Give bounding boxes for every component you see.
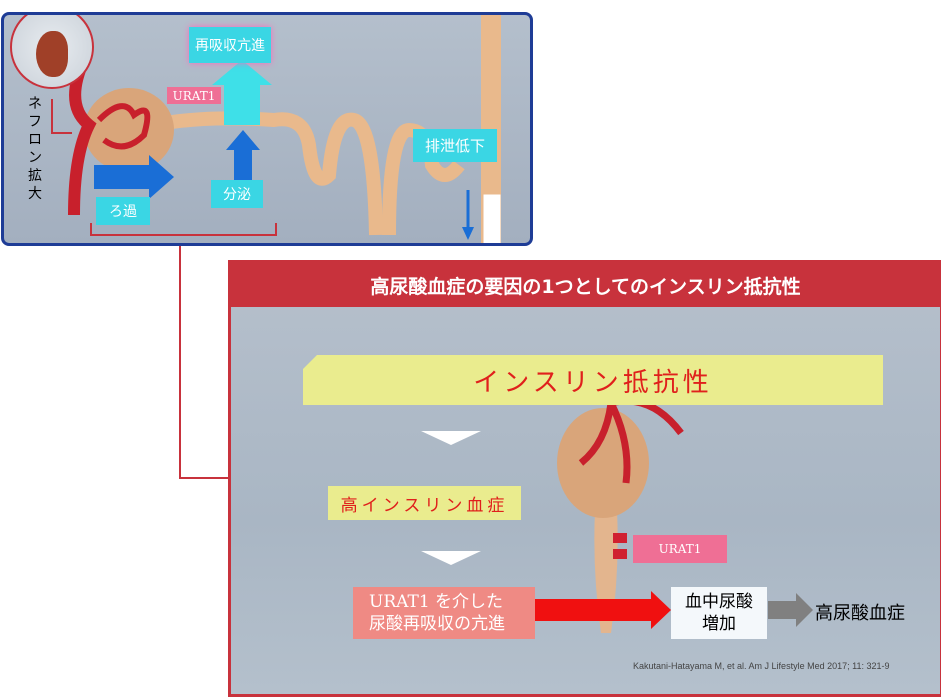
hyperuricemia-label: 高尿酸血症 [815,603,905,624]
excretion-label: 排泄低下 [413,129,497,162]
urat1-reabsorption-box: URAT1 を介した 尿酸再吸収の亢進 [353,587,535,639]
insulin-resistance-panel: 高尿酸血症の要因の1つとしてのインスリン抵抗性 インスリン抵抗性 高インスリン血… [228,260,941,697]
blood-uric-acid-line1: 血中尿酸 [685,592,753,612]
down-arrow-1 [421,431,481,445]
secretion-label: 分泌 [211,180,263,208]
insulin-resistance-banner: インスリン抵抗性 [303,355,883,405]
nephron-label: ネフロン拡大 [28,96,42,202]
nephron-illustration [51,15,501,243]
reabsorption-label: 再吸収亢進 [189,27,271,63]
urat1-reabsorption-line2: 尿酸再吸収の亢進 [369,614,505,634]
urat1-label: URAT1 [633,535,727,563]
urat1-reabsorption-line1: URAT1 を介した [369,592,504,612]
down-arrow-2 [421,551,481,565]
glomerulus-illustration [421,390,813,633]
nephron-panel: ネフロン拡大 再吸収亢進 URAT1 排泄低下 分泌 ろ過 [1,12,533,246]
kidney-icon [10,15,94,89]
urat1-label: URAT1 [167,87,221,104]
panel-title: 高尿酸血症の要因の1つとしてのインスリン抵抗性 [231,263,940,307]
filtration-label: ろ過 [96,197,150,225]
citation: Kakutani-Hatayama M, et al. Am J Lifesty… [633,661,890,671]
hyperinsulinemia-box: 高インスリン血症 [328,486,521,520]
blood-uric-acid-line2: 増加 [702,614,736,634]
blood-uric-acid-box: 血中尿酸 増加 [671,587,767,639]
